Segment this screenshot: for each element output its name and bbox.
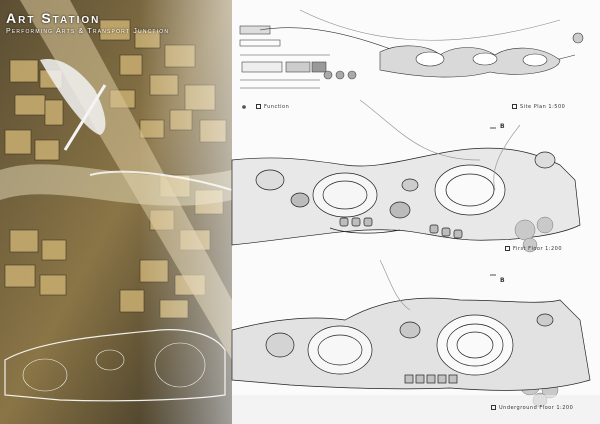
section-mark-bottom: B bbox=[500, 277, 506, 284]
first-floor-label: First Floor 1:200 bbox=[505, 246, 562, 252]
first-floor-plan bbox=[231, 99, 581, 276]
underground-floor-label: Underground Floor 1:200 bbox=[491, 405, 573, 411]
poster-subtitle: Performing Arts & Transport Junction bbox=[6, 28, 170, 35]
function-label: Function bbox=[256, 104, 289, 110]
underground-floor-plan bbox=[231, 259, 591, 391]
function-diagram bbox=[239, 25, 357, 109]
model-photo bbox=[0, 0, 232, 424]
poster-title: Art Station bbox=[6, 10, 101, 26]
site-plan-label: Site Plan 1:500 bbox=[512, 104, 565, 110]
site-plan bbox=[259, 9, 584, 78]
section-mark-top: B bbox=[500, 123, 506, 130]
